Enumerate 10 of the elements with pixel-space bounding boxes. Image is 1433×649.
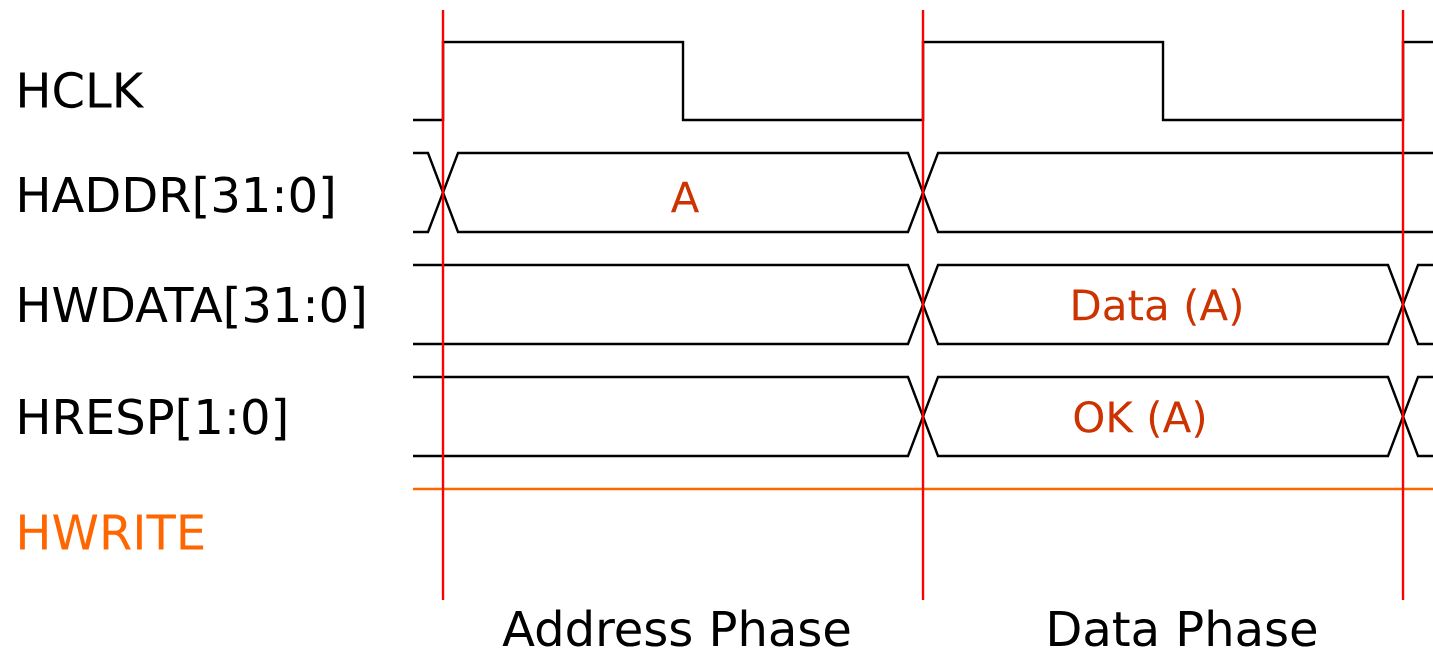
phase-label: Address Phase: [502, 609, 850, 647]
signal-label: HWDATA[31:0]: [20, 285, 364, 329]
value-label: A: [670, 181, 700, 213]
signal-label: HADDR[31:0]: [20, 175, 333, 219]
value-label: Data (A): [1073, 288, 1241, 326]
signal-label: HRESP[1:0]: [20, 397, 286, 441]
signal-label: HCLK: [20, 71, 145, 109]
phase-label: Data Phase: [1050, 609, 1317, 647]
value-label: OK (A): [1074, 400, 1205, 438]
signal-label: HWRITE: [20, 514, 204, 550]
